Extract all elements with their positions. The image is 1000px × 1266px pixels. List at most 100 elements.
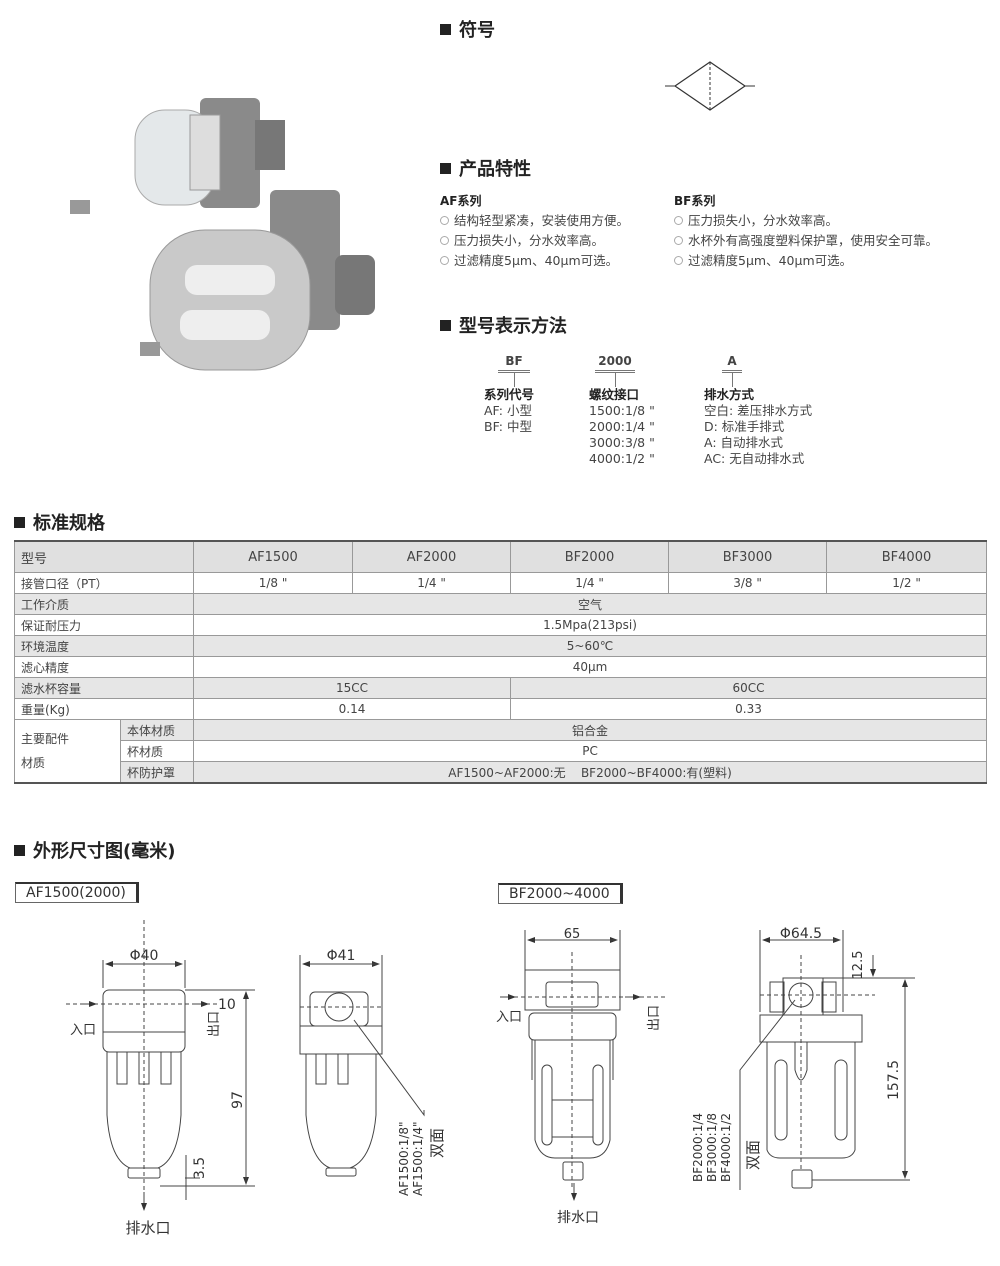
table-header-row: 型号 AF1500 AF2000 BF2000 BF3000 BF4000 [13, 540, 988, 573]
part-option: AC: 无自动排水式 [704, 451, 805, 466]
feature-item: 过滤精度5μm、40μm可选。 [688, 253, 853, 268]
part-option: AF: 小型 [484, 403, 532, 418]
cell: 空气 [193, 593, 988, 615]
part-option: BF: 中型 [484, 419, 532, 434]
af-side-view [299, 955, 425, 1177]
spec-table: 型号 AF1500 AF2000 BF2000 BF3000 BF4000 接管… [13, 540, 988, 784]
part-option: 3000:3/8 " [589, 435, 655, 450]
bullet-icon [674, 256, 683, 265]
bf-front-view [500, 930, 665, 1201]
part-option: 4000:1/2 " [589, 451, 655, 466]
part-option: 1500:1/8 " [589, 403, 655, 418]
code-segment: 2000 [595, 353, 635, 373]
af-drain-label: 排水口 [125, 1219, 170, 1237]
heading-text: 标准规格 [33, 513, 105, 534]
table-row: 工作介质空气 [13, 593, 988, 615]
model-part-thread: 2000 螺纹接口 1500:1/8 " 2000:1/4 " 3000:3/8… [589, 353, 655, 467]
bf-port-line: BF2000:1/4 [691, 1113, 705, 1182]
sub-label: 杯防护罩 [119, 761, 195, 784]
label-line: 主要配件 [21, 732, 70, 746]
header-cell: AF1500 [193, 540, 354, 573]
feature-item: 水杯外有高强度塑料保护罩，使用安全可靠。 [688, 233, 939, 248]
model-part-series: BF 系列代号 AF: 小型 BF: 中型 [484, 353, 534, 435]
feature-item: 结构轻型紧凑，安装使用方便。 [454, 213, 630, 228]
row-label: 环境温度 [13, 635, 195, 657]
af-both-sides-label: 双面 [428, 1128, 446, 1158]
row-label: 重量(Kg) [13, 698, 195, 720]
row-label: 主要配件材质 [14, 719, 121, 784]
cell: 0.33 [510, 698, 988, 720]
part-label: 螺纹接口 [589, 387, 640, 402]
bullet-icon [440, 216, 449, 225]
label-line: 材质 [21, 756, 46, 770]
heading-text: 符号 [459, 20, 495, 41]
part-option: A: 自动排水式 [704, 435, 784, 450]
bf-features: BF系列 压力损失小，分水效率高。 水杯外有高强度塑料保护罩，使用安全可靠。 过… [674, 191, 938, 271]
feature-item: 压力损失小，分水效率高。 [688, 213, 839, 228]
dimension-drawings: Φ40 10 97 3.5 入口 出口 排水口 Φ41 AF1500:1/8" … [66, 920, 915, 1237]
model-part-drain: A 排水方式 空白: 差压排水方式 D: 标准手排式 A: 自动排水式 AC: … [704, 353, 812, 467]
heading-text: 外形尺寸图(毫米) [33, 841, 176, 862]
af-drawing-title: AF1500(2000) [15, 882, 139, 903]
af-top-label: 10 [218, 997, 236, 1013]
heading-text: 型号表示方法 [459, 316, 567, 337]
cell: 1/8 " [193, 572, 354, 594]
bf-both-sides-label: 双面 [744, 1140, 762, 1170]
table-row: 接管口径（PT） 1/8 " 1/4 " 1/4 " 3/8 " 1/2 " [13, 572, 988, 594]
bullet-icon [440, 236, 449, 245]
cell: 60CC [510, 677, 988, 699]
af-front-view [66, 920, 255, 1211]
af-width-label: Φ40 [130, 948, 159, 964]
part-label: 排水方式 [704, 387, 755, 402]
af-filter-image [70, 98, 285, 214]
af-features: AF系列 结构轻型紧凑，安装使用方便。 压力损失小，分水效率高。 过滤精度5μm… [440, 191, 629, 271]
model-code-heading: 型号表示方法 [440, 312, 567, 338]
connector-line [615, 373, 616, 387]
bf-side-width-label: Φ64.5 [780, 926, 822, 942]
header-cell: BF3000 [668, 540, 828, 573]
sub-label: 本体材质 [119, 719, 195, 741]
symbol-heading: 符号 [440, 16, 495, 42]
cell: AF1500~AF2000:无 BF2000~BF4000:有(塑料) [193, 761, 988, 784]
row-label: 工作介质 [13, 593, 195, 615]
header-cell: BF4000 [826, 540, 988, 573]
bf-port-line: BF3000:1/8 [705, 1113, 719, 1182]
bullet-icon [440, 256, 449, 265]
table-row: 主要配件材质 本体材质 铝合金 [14, 719, 988, 784]
bf-height-label: 157.5 [886, 1060, 902, 1100]
cell: 1.5Mpa(213psi) [193, 614, 988, 636]
cell: 1/4 " [510, 572, 670, 594]
dimensions-heading: 外形尺寸图(毫米) [14, 837, 175, 863]
feature-item: 压力损失小，分水效率高。 [454, 233, 605, 248]
bf-outlet-label: 出口 [647, 1005, 662, 1031]
cell: PC [193, 740, 988, 762]
cell: 1/4 " [352, 572, 512, 594]
part-option: 2000:1/4 " [589, 419, 655, 434]
part-option: D: 标准手排式 [704, 419, 785, 434]
bullet-icon [674, 216, 683, 225]
af-port-line: AF1500:1/4" [411, 1121, 425, 1196]
bf-series-title: BF系列 [674, 194, 716, 208]
bf-width-label: 65 [564, 927, 581, 942]
row-label: 滤水杯容量 [13, 677, 195, 699]
row-label: 接管口径（PT） [13, 572, 195, 594]
part-label: 系列代号 [484, 387, 535, 402]
header-cell: BF2000 [510, 540, 670, 573]
code-segment: BF [498, 353, 530, 373]
cell: 40μm [193, 656, 988, 678]
sub-label: 杯材质 [119, 740, 195, 762]
cell: 15CC [193, 677, 512, 699]
features-heading: 产品特性 [440, 155, 531, 181]
header-cell: AF2000 [352, 540, 512, 573]
bf-top-label: 12.5 [851, 951, 866, 980]
cell: 0.14 [193, 698, 512, 720]
feature-item: 过滤精度5μm、40μm可选。 [454, 253, 619, 268]
cell: 铝合金 [193, 719, 988, 741]
row-label: 保证耐压力 [13, 614, 195, 636]
heading-text: 产品特性 [459, 159, 531, 180]
bf-filter-image [140, 190, 375, 371]
